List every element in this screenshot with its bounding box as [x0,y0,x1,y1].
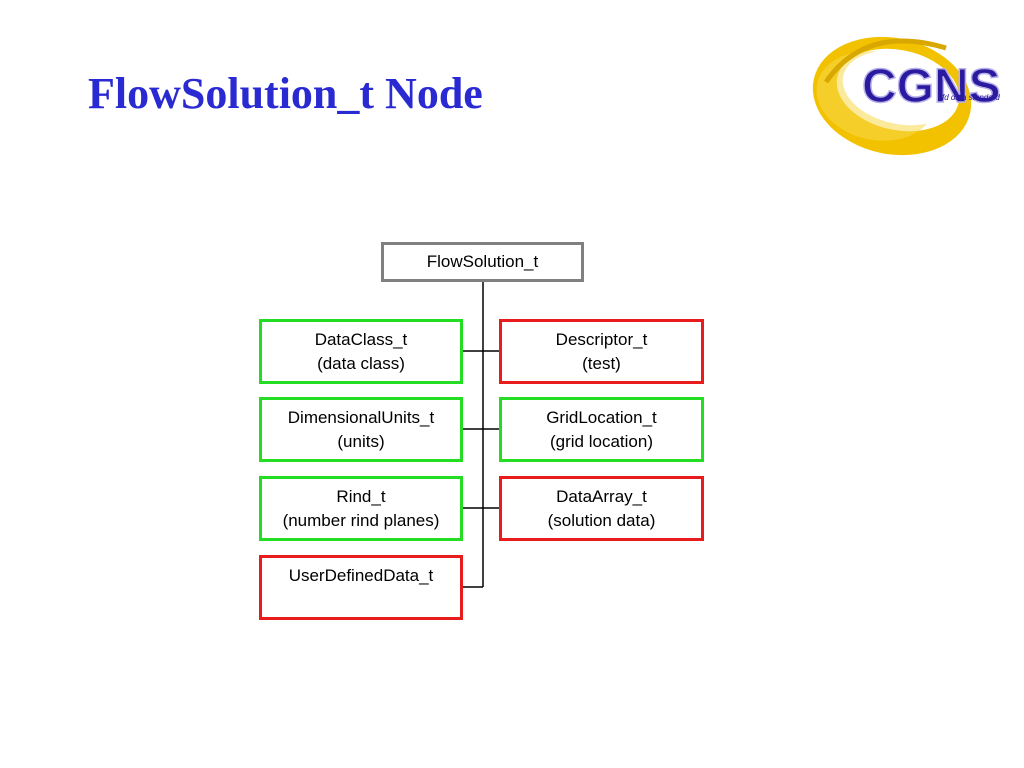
node-desc: (solution data) [547,510,656,530]
node-name: DataArray_t [556,486,647,506]
svg-text:CGNS: CGNS [862,60,1001,113]
node-desc: (grid location) [550,431,653,451]
node-name: DataClass_t [314,329,408,349]
slide-title: FlowSolution_t Node [88,69,483,118]
node-gridlocation: GridLocation_t (grid location) [499,397,704,462]
node-dataclass: DataClass_t (data class) [259,319,463,384]
node-rind: Rind_t (number rind planes) [259,476,463,541]
node-desc: (data class) [317,353,405,373]
node-desc: (units) [337,431,385,451]
node-name: Rind_t [336,486,386,506]
node-descriptor: Descriptor_t (test) [499,319,704,384]
cgns-logo: CGNS cfd data standard [806,30,1020,162]
node-name: GridLocation_t [546,407,657,427]
node-name: DimensionalUnits_t [287,407,435,427]
node-desc: (test) [582,353,621,373]
node-name: Descriptor_t [555,329,648,349]
node-userdefineddata: UserDefinedData_t [259,555,463,620]
node-dataarray: DataArray_t (solution data) [499,476,704,541]
node-name: UserDefinedData_t [288,566,434,585]
cgns-logo-icon: CGNS cfd data standard [812,36,1001,156]
root-node-flowsolution: FlowSolution_t [381,242,584,282]
svg-text:cfd data standard: cfd data standard [938,93,1000,102]
node-desc: (number rind planes) [282,510,440,530]
root-node-label: FlowSolution_t [426,252,539,271]
node-dimensionalunits: DimensionalUnits_t (units) [259,397,463,462]
